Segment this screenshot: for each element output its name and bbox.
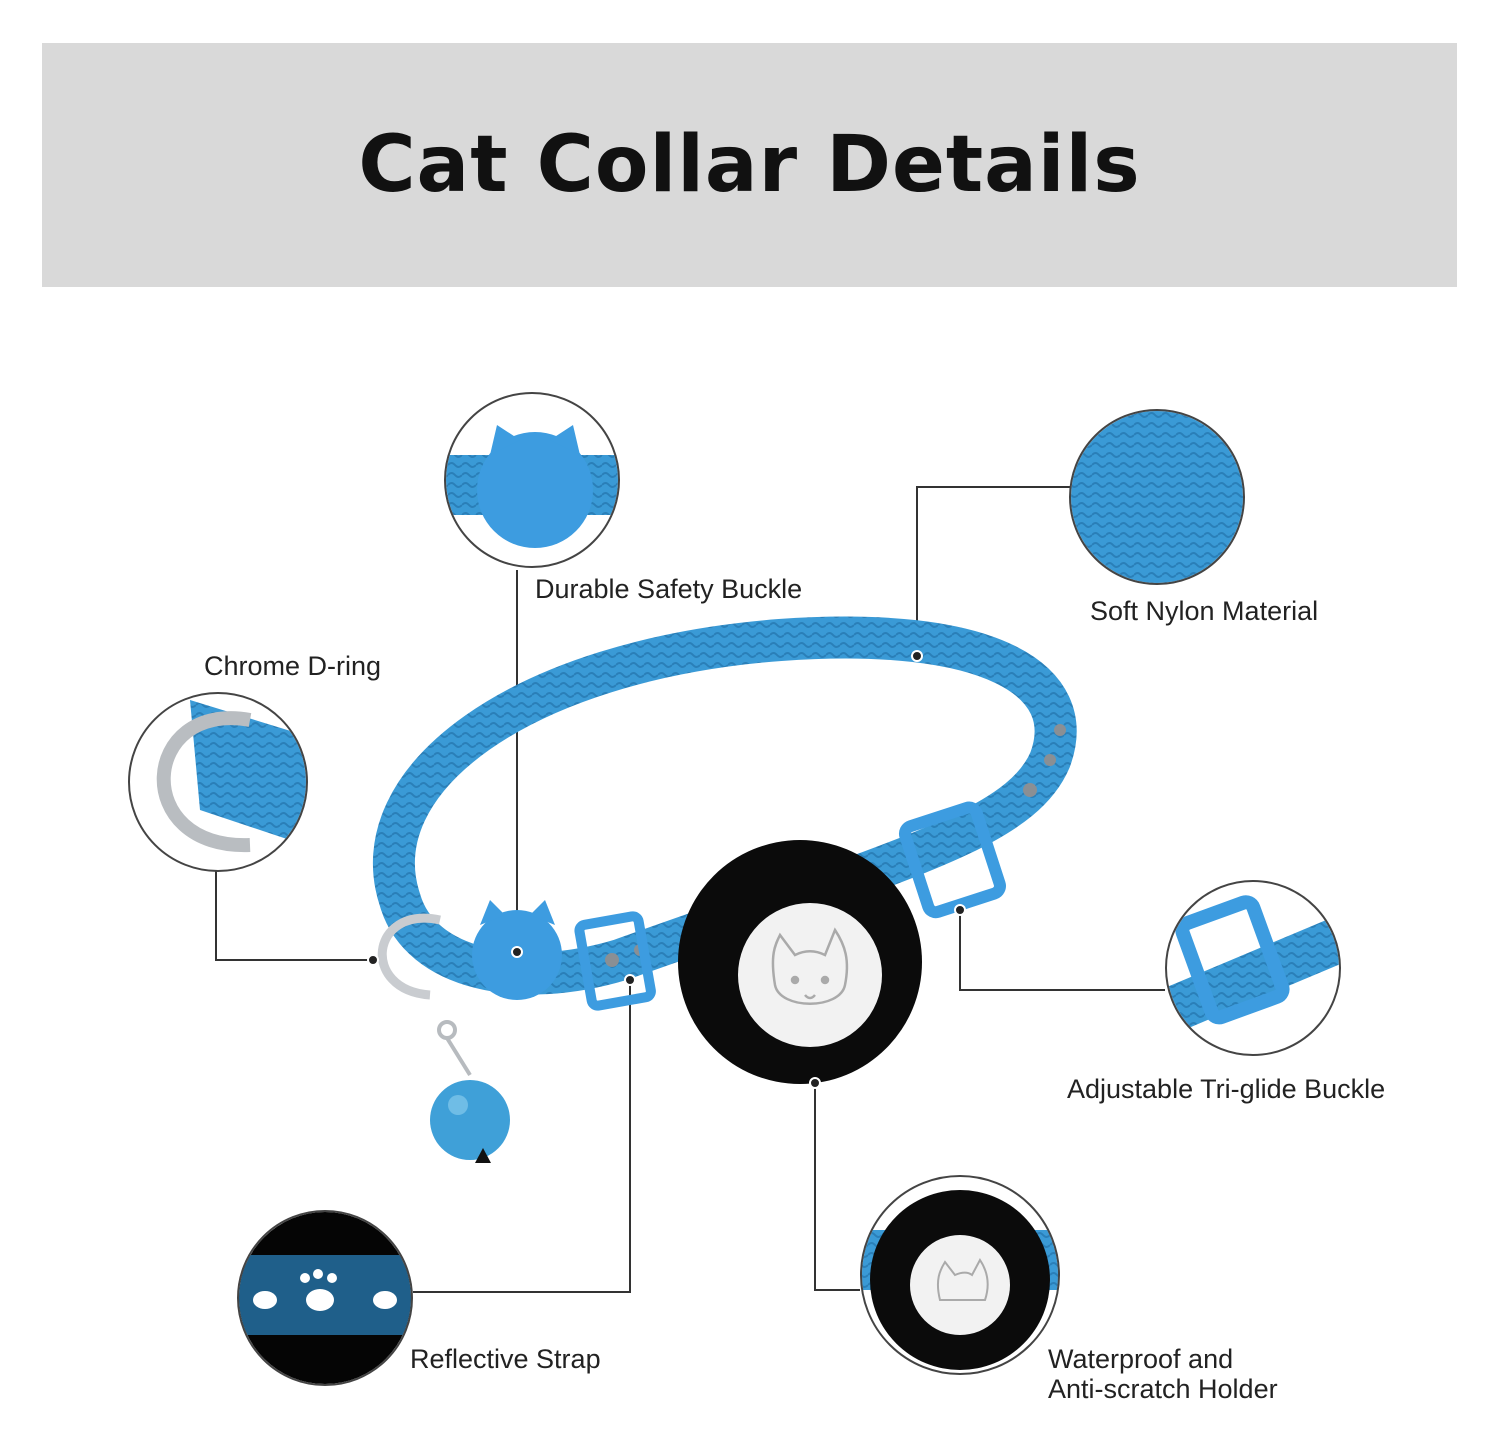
collar-strap [373,616,1077,995]
label-tri-glide: Adjustable Tri-glide Buckle [1067,1074,1386,1104]
detail-dring-border [128,692,308,872]
label-nylon-material: Soft Nylon Material [1090,596,1319,626]
leader-dring [215,870,373,961]
detail-holder-border [860,1175,1060,1375]
label-d-ring: Chrome D-ring [204,651,382,681]
page-title: Cat Collar Details [358,120,1141,210]
detail-nylon-border [1069,409,1245,585]
detail-reflective [239,1212,411,1384]
leader-reflective [413,980,631,1293]
cat-face-icon [771,927,849,1005]
title-banner: Cat Collar Details [42,43,1457,287]
safety-buckle-ears [480,900,555,925]
label-holder-line1: Waterproof and [1048,1344,1234,1374]
detail-dring [130,694,306,870]
detail-triglide [1167,882,1339,1054]
cat-face-small-icon [936,1258,989,1301]
label-reflective-strap: Reflective Strap [410,1344,601,1374]
tri-glide-buckle [898,801,1006,919]
detail-nylon [1071,411,1243,583]
leader-holder [814,1083,860,1291]
label-safety-buckle: Durable Safety Buckle [535,574,803,604]
bell-slot [475,1148,491,1163]
leader-lines [215,486,1165,1293]
paw-print-icon [253,1269,397,1311]
bell [430,1080,510,1160]
bell-highlight [448,1095,468,1115]
detail-triglide-border [1165,880,1341,1056]
detail-holder [862,1177,1058,1373]
bell-link [445,1036,472,1077]
leader-nylon [916,486,1070,656]
d-ring [377,913,441,1000]
detail-buckle-border [444,392,620,568]
detail-reflective-border [237,1210,413,1386]
strap-loop [574,911,656,1011]
callout-dots [367,650,966,1089]
detail-buckle [446,394,618,566]
airtag-face [738,903,882,1047]
leader-triglide [959,910,1165,991]
label-holder-line2: Anti-scratch Holder [1048,1374,1278,1404]
split-ring [437,1020,457,1040]
collar [373,616,1077,1163]
